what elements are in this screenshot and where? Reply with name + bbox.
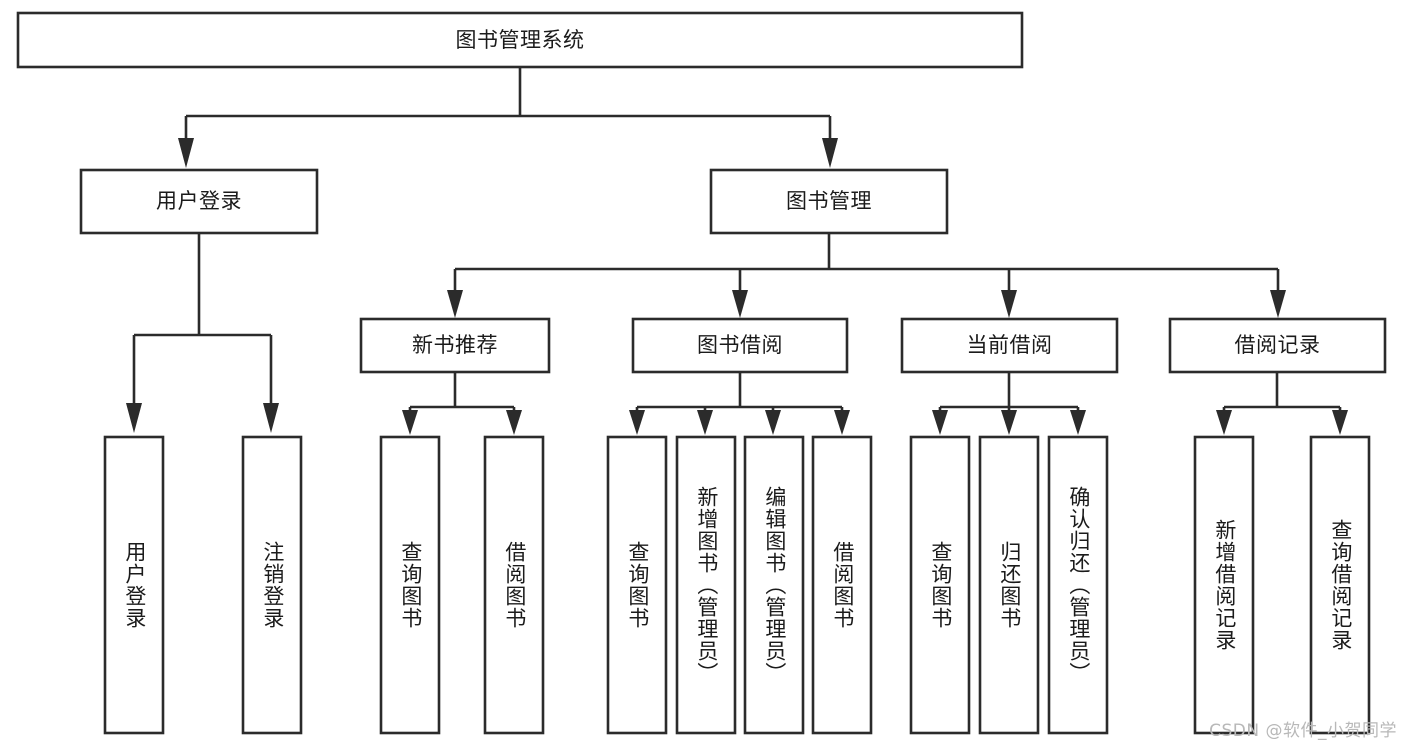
leaf-box-query-book-1[interactable] bbox=[379, 435, 441, 735]
arrow-head-icon bbox=[506, 410, 522, 435]
connector-user-login-to-leaves bbox=[126, 233, 279, 433]
arrow-head-icon bbox=[1216, 410, 1232, 435]
leaf-box-logout-login[interactable] bbox=[241, 435, 303, 735]
leaf-box-return-book[interactable] bbox=[978, 435, 1040, 735]
watermark-text: CSDN @软件_小贺同学 bbox=[1209, 721, 1397, 741]
arrow-head-icon bbox=[178, 138, 194, 168]
arrow-head-icon bbox=[1001, 410, 1017, 435]
arrow-head-icon bbox=[263, 403, 279, 433]
arrow-head-icon bbox=[834, 410, 850, 435]
arrow-head-icon bbox=[822, 138, 838, 168]
arrow-head-icon bbox=[126, 403, 142, 433]
arrow-head-icon bbox=[932, 410, 948, 435]
arrow-head-icon bbox=[1070, 410, 1086, 435]
leaf-box-confirm-return-admin[interactable] bbox=[1047, 435, 1109, 735]
leaf-box-add-borrow-record[interactable] bbox=[1193, 435, 1255, 735]
connector-root-to-level2 bbox=[178, 67, 838, 168]
connector-book-manage-to-level3 bbox=[447, 233, 1286, 318]
node-current-borrow-box[interactable] bbox=[900, 317, 1119, 374]
leaf-box-user-login[interactable] bbox=[103, 435, 165, 735]
arrow-head-icon bbox=[1270, 290, 1286, 318]
leaf-box-query-borrow-record[interactable] bbox=[1309, 435, 1371, 735]
arrow-head-icon bbox=[697, 410, 713, 435]
connector-current-borrow-to-leaves bbox=[932, 372, 1086, 435]
arrow-head-icon bbox=[629, 410, 645, 435]
arrow-head-icon bbox=[1332, 410, 1348, 435]
arrow-head-icon bbox=[1001, 290, 1017, 318]
leaf-box-query-book-3[interactable] bbox=[909, 435, 971, 735]
connector-book-borrow-to-leaves bbox=[629, 372, 850, 435]
node-borrow-record-box[interactable] bbox=[1168, 317, 1387, 374]
node-root-box[interactable] bbox=[16, 11, 1024, 69]
leaf-box-add-book-admin[interactable] bbox=[675, 435, 737, 735]
leaf-box-query-book-2[interactable] bbox=[606, 435, 668, 735]
arrow-head-icon bbox=[732, 290, 748, 318]
leaf-box-borrow-book-1[interactable] bbox=[483, 435, 545, 735]
arrow-head-icon bbox=[402, 410, 418, 435]
node-user-login-box[interactable] bbox=[79, 168, 319, 235]
node-new-book-recommend-box[interactable] bbox=[359, 317, 551, 374]
arrow-head-icon bbox=[765, 410, 781, 435]
node-book-manage-box[interactable] bbox=[709, 168, 949, 235]
arrow-head-icon bbox=[447, 290, 463, 318]
connector-borrow-record-to-leaves bbox=[1216, 372, 1348, 435]
connector-new-book-recommend-to-leaves bbox=[402, 372, 522, 435]
node-book-borrow-box[interactable] bbox=[631, 317, 849, 374]
leaf-box-borrow-book-2[interactable] bbox=[811, 435, 873, 735]
leaf-box-edit-book-admin[interactable] bbox=[743, 435, 805, 735]
